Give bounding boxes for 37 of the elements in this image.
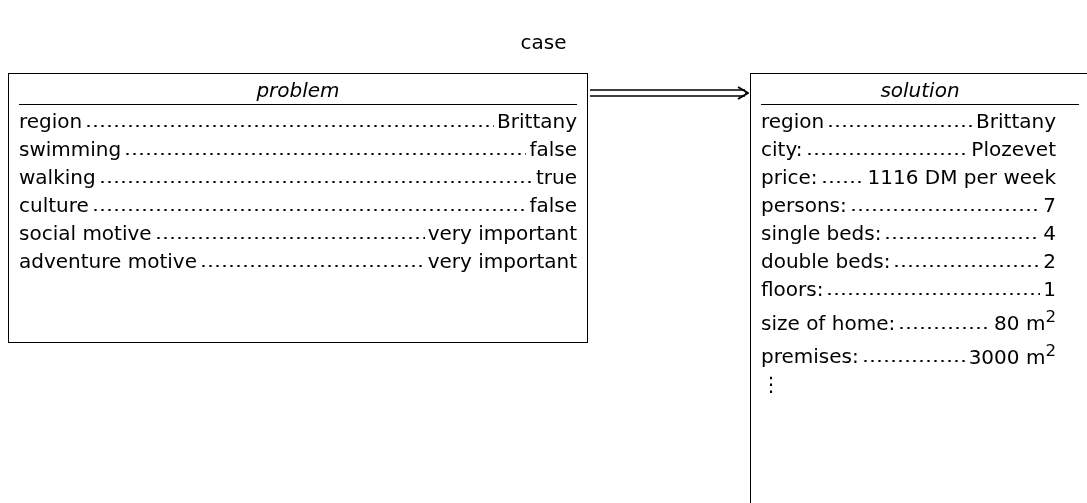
field-name: price:: [761, 164, 818, 191]
field-value: 80 m$^{2}$: [994, 306, 1056, 337]
field-value: 4: [1043, 220, 1056, 247]
field-name: walking: [19, 164, 96, 191]
field-name: floors:: [761, 276, 824, 303]
field-value: false: [529, 136, 577, 163]
field-name: size of home:: [761, 309, 896, 337]
ellipsis: ⋮: [760, 371, 782, 399]
field-name: swimming: [19, 136, 122, 163]
field-name: region: [761, 108, 825, 135]
field-name: city:: [761, 136, 803, 163]
field-name: premises:: [761, 343, 859, 371]
field-value: Brittany: [497, 108, 577, 135]
field-value: true: [535, 164, 577, 191]
field-name: region: [19, 108, 83, 135]
field-value: very important: [427, 248, 577, 275]
field-value: Plozevet: [971, 136, 1056, 163]
field-value: false: [529, 192, 577, 219]
field-name: culture: [19, 192, 89, 219]
field-value: very important: [427, 220, 577, 247]
column-heading: solution: [761, 74, 1079, 105]
table-box: [750, 73, 1087, 503]
field-value: 3000 m$^{2}$: [968, 339, 1056, 371]
field-name: persons:: [761, 192, 847, 219]
field-name: social motive: [19, 220, 152, 247]
field-value: 7: [1043, 192, 1056, 219]
diagram-title: case: [519, 30, 568, 54]
field-name: double beds:: [761, 248, 891, 275]
table-box: [8, 73, 588, 343]
field-value: 1116 DM per week: [867, 164, 1056, 191]
field-name: single beds:: [761, 220, 882, 247]
field-value: Brittany: [976, 108, 1056, 135]
column-heading: problem: [19, 74, 577, 105]
field-name: adventure motive: [19, 248, 197, 275]
field-value: 2: [1043, 248, 1056, 275]
field-value: 1: [1043, 276, 1056, 303]
double-arrow: [589, 86, 749, 100]
